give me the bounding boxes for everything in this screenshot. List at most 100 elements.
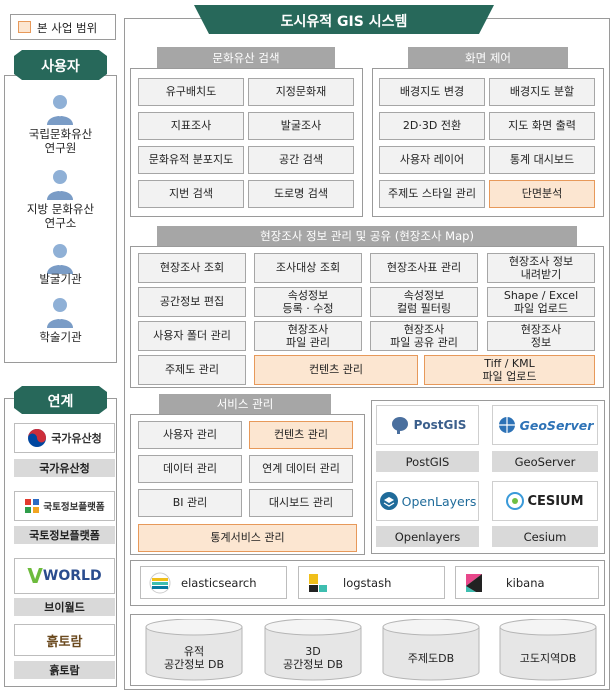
- screen-control-item: 배경지도 분할: [489, 78, 595, 106]
- layers-icon: [379, 492, 398, 510]
- system-header: 도시유적 GIS 시스템: [194, 5, 494, 34]
- tool-logo-text: OpenLayers: [401, 493, 477, 509]
- service-title: 서비스 관리: [159, 394, 331, 414]
- service-item: 컨텐츠 관리: [249, 421, 353, 449]
- tool-name: Openlayers: [376, 526, 479, 547]
- database-label: 고도지역DB: [519, 652, 577, 665]
- legend-label: 본 사업 범위: [37, 21, 98, 35]
- elk-label: logstash: [343, 575, 392, 590]
- service-item: 데이터 관리: [138, 455, 242, 483]
- tool-name: Cesium: [492, 526, 598, 547]
- field-survey-title: 현장조사 정보 관리 및 공유 (현장조사 Map): [157, 226, 577, 246]
- partner-logo-text: 흙토람: [46, 634, 83, 650]
- vworld-v-icon: V: [27, 564, 43, 588]
- tool-name: GeoServer: [492, 451, 598, 472]
- elephant-icon: [391, 417, 408, 434]
- geoserver-logo: GeoServer: [492, 405, 598, 445]
- tool-logo-text: GeoServer: [519, 417, 594, 433]
- screen-control-item: 배경지도 변경: [379, 78, 485, 106]
- field-survey-item: 사용자 폴더 관리: [138, 321, 246, 351]
- user-type-label: 학술기관: [39, 330, 82, 344]
- users-title: 사용자: [41, 59, 80, 75]
- database-icon: [145, 619, 243, 681]
- screen-control-item: 통계 대시보드: [489, 146, 595, 174]
- users-header: 사용자: [14, 50, 107, 80]
- database-label: 주제도DB: [407, 652, 455, 665]
- openlayers-logo: OpenLayers: [376, 481, 479, 521]
- globe-icon: [498, 417, 515, 433]
- service-item: BI 관리: [138, 489, 242, 517]
- platform-icon: [25, 499, 40, 513]
- heritage-search-item: 지표조사: [138, 112, 244, 140]
- partner-logo-vworld: V WORLD: [14, 558, 115, 594]
- logstash-icon: [309, 573, 327, 592]
- tool-name: PostGIS: [376, 451, 479, 472]
- elk-label: elasticsearch: [181, 575, 257, 590]
- database-cylinder: 주제도DB: [382, 619, 480, 681]
- field-survey-item: 현장조사표 관리: [370, 253, 478, 283]
- heritage-search-item: 지정문화재: [248, 78, 354, 106]
- field-survey-item: 컨텐츠 관리: [254, 355, 418, 385]
- heritage-search-item: 공간 검색: [248, 146, 354, 174]
- partner-logo-text: 국가유산청: [51, 432, 102, 445]
- partner-logo-khs: 국가유산청: [14, 423, 115, 453]
- screen-control-item: 단면분석: [489, 180, 595, 208]
- partner-name: 흙토람: [14, 661, 115, 679]
- user-type-label: 발굴기관: [39, 272, 82, 286]
- heritage-search-item: 문화유적 분포지도: [138, 146, 244, 174]
- person-icon: [47, 95, 73, 125]
- person-icon: [47, 298, 73, 328]
- elasticsearch-icon: [149, 572, 171, 593]
- tool-logo-text: CESIUM: [527, 493, 584, 509]
- heritage-search-item: 지번 검색: [138, 180, 244, 208]
- service-item: 통계서비스 관리: [138, 524, 357, 552]
- field-survey-item: 조사대상 조회: [254, 253, 362, 283]
- screen-control-title: 화면 제어: [408, 47, 568, 68]
- kibana-box: kibana: [455, 566, 599, 599]
- legend-swatch: [18, 21, 31, 33]
- screen-control-item: 2D·3D 전환: [379, 112, 485, 140]
- field-survey-item: 현장조사 조회: [138, 253, 246, 283]
- partner-name: 국토정보플랫폼: [14, 526, 115, 544]
- service-item: 사용자 관리: [138, 421, 242, 449]
- legend: 본 사업 범위: [10, 14, 116, 40]
- elk-label: kibana: [506, 575, 545, 590]
- taegeuk-icon: [28, 429, 47, 447]
- person-icon: [47, 244, 73, 274]
- tool-logo-text: PostGIS: [413, 418, 467, 432]
- partner-logo-text: WORLD: [42, 568, 102, 584]
- cesium-logo: CESIUM: [492, 481, 598, 521]
- field-survey-item: 공간정보 편집: [138, 287, 246, 317]
- links-title: 연계: [47, 394, 74, 410]
- elasticsearch-box: elasticsearch: [140, 566, 287, 599]
- field-survey-item: 주제도 관리: [138, 355, 246, 385]
- links-header: 연계: [14, 386, 107, 414]
- heritage-search-item: 유구배치도: [138, 78, 244, 106]
- screen-control-item: 주제도 스타일 관리: [379, 180, 485, 208]
- database-icon: [264, 619, 362, 681]
- logstash-box: logstash: [298, 566, 445, 599]
- screen-control-item: 사용자 레이어: [379, 146, 485, 174]
- postgis-logo: PostGIS: [376, 405, 479, 445]
- service-item: 대시보드 관리: [249, 489, 353, 517]
- database-cylinder: 고도지역DB: [499, 619, 597, 681]
- person-icon: [47, 170, 73, 200]
- cesium-icon: [506, 492, 525, 510]
- heritage-search-item: 발굴조사: [248, 112, 354, 140]
- system-title: 도시유적 GIS 시스템: [280, 14, 408, 30]
- heritage-search-title: 문화유산 검색: [157, 47, 335, 68]
- kibana-icon: [466, 573, 482, 592]
